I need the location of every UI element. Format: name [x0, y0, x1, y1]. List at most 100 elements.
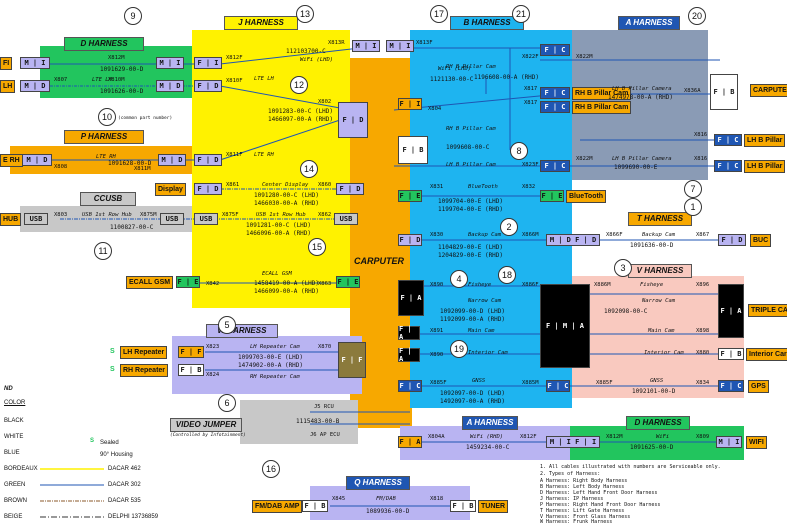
circle-8: 8	[510, 142, 528, 160]
part-1092098: 1092098-00-C	[604, 308, 648, 315]
part-1204829: 1204829-00-E (RHD)	[438, 252, 504, 259]
video-jumper-zone	[240, 400, 358, 444]
mi-connector-wifi: M | I	[716, 436, 742, 448]
rh-left-label: E RH	[0, 154, 23, 167]
part-1092099: 1092099-00-D (LHD)	[440, 308, 506, 315]
id-x830: X830	[430, 232, 444, 238]
id-x831: X831	[430, 184, 444, 190]
note-line-8: T Harness: Lift Gate Harness	[540, 508, 625, 514]
j-harness-header: J HARNESS	[224, 16, 298, 30]
legend-blue: BLUE	[4, 450, 20, 456]
legend-dacar302: DACAR 302	[108, 482, 141, 488]
cable-lte-rh: LTE RH	[96, 154, 116, 160]
id-x822f: X822F	[522, 54, 539, 60]
id-x808: X808	[54, 164, 68, 170]
j-harness-zone	[192, 30, 350, 308]
fb-connector-q1: F | B	[302, 500, 328, 512]
id-x822m-2: X822M	[576, 156, 593, 162]
id-x861: X861	[226, 182, 240, 188]
usb-connector-j2: USB	[334, 213, 358, 225]
id-x875m: X875M	[140, 212, 157, 218]
id-x875f: X875F	[222, 212, 239, 218]
p-harness-header: P HARNESS	[64, 130, 144, 144]
fd-box-j: F | D	[338, 102, 368, 138]
fc-connector-a5: F | C	[540, 160, 570, 172]
circle-4: 4	[450, 270, 468, 288]
id-x885m: X885M	[522, 380, 539, 386]
part-1196608: 1196608-00-A (RHD)	[474, 74, 540, 81]
fd-connector-b-backup: F | D	[398, 234, 422, 246]
part-1100827: 1100827-00-C	[110, 224, 154, 231]
legend-sealed: Sealed	[100, 440, 119, 446]
note-line-7: P Harness: Right Hand Front Door Harness	[540, 502, 661, 508]
usb-connector-j: USB	[194, 213, 218, 225]
legend-brown: BROWN	[4, 498, 27, 504]
fe-connector-bt2: F | E	[540, 190, 564, 202]
id-x818: X818	[430, 496, 444, 502]
id-x896: X896	[696, 282, 710, 288]
legend-title: ND	[4, 386, 13, 392]
part-1091280: 1091280-00-C (LHD)	[254, 192, 320, 199]
id-x804a: X804A	[428, 434, 445, 440]
part-1089936: 1089936-00-D	[366, 508, 410, 515]
fd-connector-t: F | D	[718, 234, 746, 246]
part-1458419: 1458419-00-A (LHD)	[254, 280, 320, 287]
fc-connector-gps: F | C	[718, 380, 744, 392]
legend-dacar535: DACAR 535	[108, 498, 141, 504]
id-x863: X863	[318, 281, 332, 287]
id-x823: X823	[206, 344, 220, 350]
circle-16: 16	[262, 460, 280, 478]
id-x807: X807	[54, 77, 68, 83]
buc-label: BUC	[750, 234, 772, 247]
cable-lh-b-cam: LH B Pillar Cam	[446, 162, 496, 168]
id-x885f: X885F	[596, 380, 613, 386]
part-1091625: 1091625-00-D	[630, 444, 674, 451]
rh-b-pillar-label-1: RH B Pillar Cam	[572, 87, 632, 100]
cable-center-display: Center Display	[262, 182, 309, 188]
id-x812m: X812M	[108, 55, 125, 61]
part-1466097: 1466097-00-A (RHD)	[268, 116, 334, 123]
id-x812f: X812F	[226, 55, 243, 61]
part-1099690: 1099690-00-E	[614, 164, 658, 171]
id-x817a: X817	[524, 86, 538, 92]
mifi-connector: M | I F | I	[546, 436, 600, 448]
part-1091636: 1091636-00-D	[630, 242, 674, 249]
id-x813f: X813F	[416, 40, 433, 46]
part-1091626: 1091626-00-D	[100, 88, 144, 95]
id-x866m: X866M	[522, 232, 539, 238]
note-line-9: V Harness: Front Glass Harness	[540, 514, 631, 520]
fe-connector-x863: F | E	[336, 276, 360, 288]
id-x881: X890	[430, 352, 444, 358]
id-j5-rcu: J5 RCU	[314, 404, 334, 410]
id-x886m: X886M	[594, 282, 611, 288]
wifi-right-label: WIFI	[746, 436, 767, 449]
part-1466099: 1466099-00-A (RHD)	[254, 288, 320, 295]
note-line-6: J Harness: IP Harness	[540, 496, 604, 502]
part-1099608: 1099608-00-C	[446, 144, 490, 151]
cable-lte-rh-2: LTE RH	[254, 152, 274, 158]
id-x809: X809	[696, 434, 710, 440]
circle-9: 9	[124, 7, 142, 25]
video-jumper-header: VIDEO JUMPER	[170, 418, 242, 432]
id-x898: X898	[696, 328, 710, 334]
fa-box-3: F | A	[398, 347, 420, 363]
circle-17: 17	[430, 5, 448, 23]
id-x867: X867	[696, 232, 710, 238]
v-harness-zone	[572, 276, 744, 398]
cable-lte-lh-2: LTE LH	[254, 76, 274, 82]
fi-connector-d1: M | I	[156, 57, 184, 69]
cable-backup-cam-2: Backup Cam	[642, 232, 676, 238]
cable-usb-hub-2: USB 1st Row Hub	[256, 212, 306, 218]
legend-housing: 90° Housing	[100, 452, 133, 458]
part-1199704: 1199704-00-E (RHD)	[438, 206, 504, 213]
usb-connector-left: USB	[24, 213, 48, 225]
id-x804: X804	[428, 106, 442, 112]
id-x817b: X817	[524, 100, 538, 106]
part-1459234: 1459234-00-C	[466, 444, 510, 451]
fd-connector-j2: F | D	[194, 154, 222, 166]
a-harness-top-header: A HARNESS	[618, 16, 680, 30]
fc-connector-a2: F | C	[540, 87, 570, 99]
id-j6-ap-ecu: J6 AP ECU	[310, 432, 340, 438]
fc-connector-gnss: F | C	[398, 380, 422, 392]
